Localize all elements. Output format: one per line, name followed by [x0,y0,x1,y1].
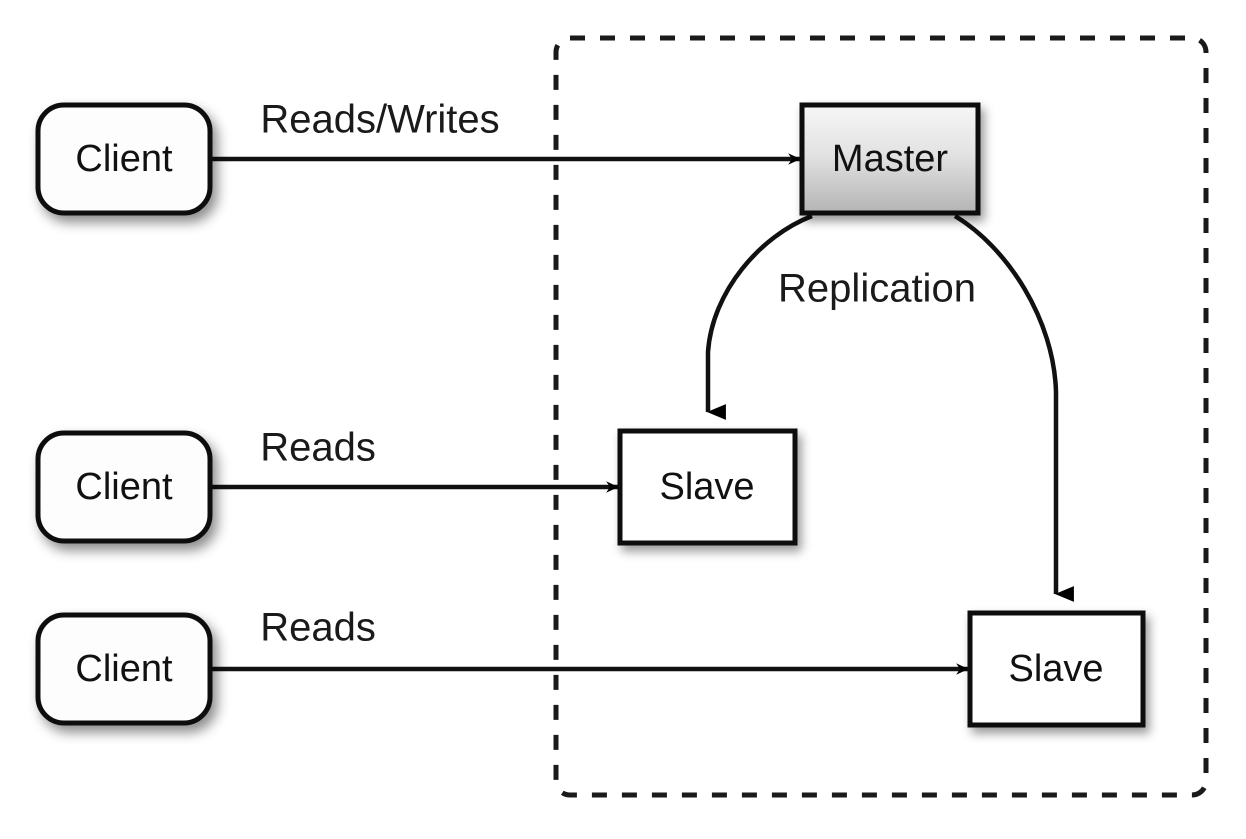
master-label: Master [832,138,948,180]
node-slave-bottom[interactable]: Slave [967,610,1146,728]
node-client-bottom[interactable]: Client [35,612,213,726]
node-client-top[interactable]: Client [35,102,213,216]
client-middle-label: Client [75,466,173,508]
slave-bottom-label: Slave [1008,648,1103,690]
slave-top-label: Slave [659,466,754,508]
edge-label-reads-writes: Reads/Writes [260,98,499,142]
edge-label-reads-bottom: Reads [260,606,376,650]
database-cluster-boundary [553,35,1209,798]
slave-bottom-box[interactable] [967,610,1146,728]
edge-label-reads-middle: Reads [260,426,376,470]
edge-master-to-slave-top [705,213,813,420]
node-client-middle[interactable]: Client [35,430,213,544]
edge-label-replication: Replication [778,267,976,311]
node-master[interactable]: Master [799,102,981,216]
client-top-label: Client [75,138,173,180]
client-middle-box[interactable] [35,430,213,544]
slave-top-box[interactable] [617,428,798,546]
client-top-box[interactable] [35,102,213,216]
node-slave-top[interactable]: Slave [617,428,798,546]
master-box[interactable] [799,102,981,216]
client-bottom-box[interactable] [35,612,213,726]
edge-master-to-slave-bottom [953,214,1074,602]
client-bottom-label: Client [75,648,173,690]
